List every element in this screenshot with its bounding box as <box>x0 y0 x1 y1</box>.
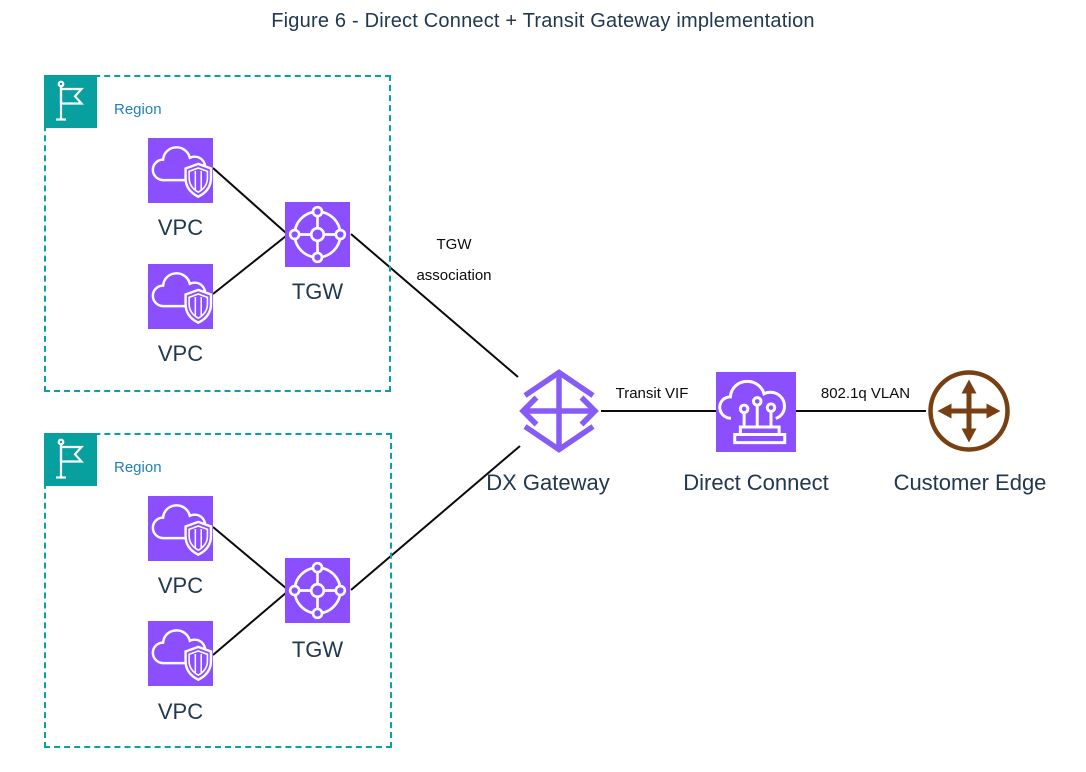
vpc-label: VPC <box>157 215 204 240</box>
tgw-label: TGW <box>291 279 344 304</box>
figure-title: Figure 6 - Direct Connect + Transit Gate… <box>271 10 815 32</box>
edge-label-transit-vif: Transit VIF <box>615 385 689 402</box>
connector-line <box>212 591 288 656</box>
region-label: Region <box>114 101 162 118</box>
customer-edge-label: Customer Edge <box>893 470 1047 495</box>
connector-line <box>350 445 521 591</box>
vpc-label: VPC <box>157 699 204 724</box>
connector-line <box>212 167 287 234</box>
vpc-label: VPC <box>157 573 204 598</box>
region-label: Region <box>114 459 162 476</box>
direct-connect-label: Direct Connect <box>683 470 829 495</box>
edge-label-8021q-vlan: 802.1q VLAN <box>820 385 911 402</box>
region-box-2 <box>44 433 392 748</box>
vpc-label: VPC <box>157 341 204 366</box>
connector-line <box>350 233 519 378</box>
vpc-cloud-shield-icon <box>148 138 213 203</box>
transit-gateway-icon <box>285 202 350 267</box>
edge-label-tgw-association-line1: TGW <box>436 236 472 253</box>
dx-gateway-label: DX Gateway <box>486 470 610 495</box>
connector-line <box>212 235 287 295</box>
vpc-cloud-shield-icon <box>148 621 213 686</box>
vpc-cloud-shield-icon <box>148 264 213 329</box>
router-cross-arrows-icon <box>926 368 1012 454</box>
tgw-label: TGW <box>291 637 344 662</box>
edge-label-tgw-association-line2: association <box>416 267 492 284</box>
connector-line <box>212 526 288 590</box>
region-flag-icon <box>44 433 97 486</box>
region-flag-icon <box>44 75 97 128</box>
transit-gateway-icon <box>285 558 350 623</box>
dx-gateway-arrows-icon <box>517 369 601 453</box>
vpc-cloud-shield-icon <box>148 496 213 561</box>
direct-connect-cloud-icon <box>716 372 796 452</box>
region-box-1 <box>44 75 391 392</box>
